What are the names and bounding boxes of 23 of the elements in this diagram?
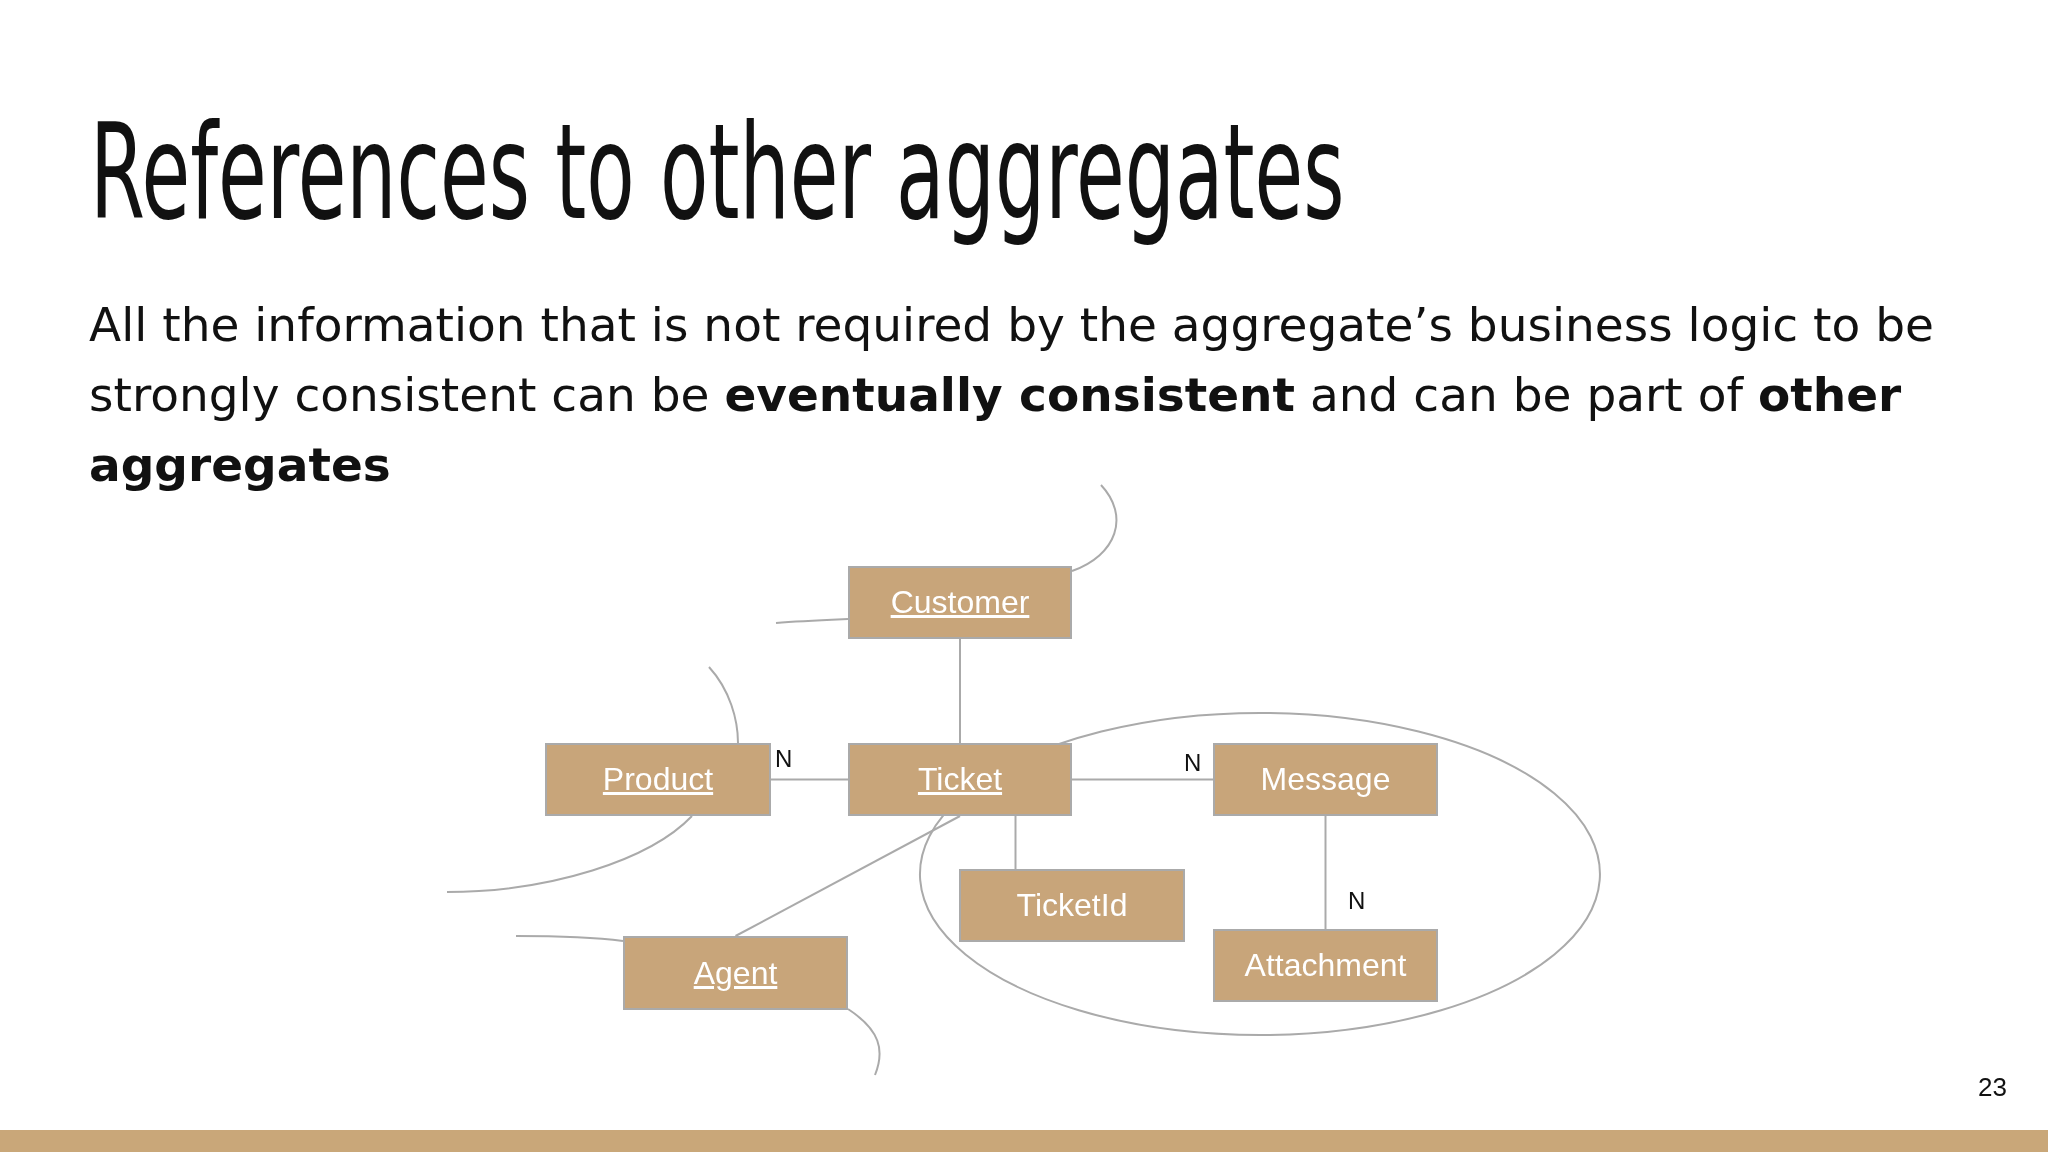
entity-name: Product xyxy=(602,761,714,798)
entity-name: TicketId xyxy=(1016,887,1128,924)
connector-line xyxy=(1324,815,1327,930)
entity-box xyxy=(959,869,1185,942)
connector-line xyxy=(1071,778,1214,781)
entity-name: Customer xyxy=(890,584,1030,621)
entity-box xyxy=(1213,929,1438,1002)
entity-name: Ticket xyxy=(917,761,1003,798)
connector-line xyxy=(959,638,961,744)
entity-name: Agent xyxy=(693,954,778,992)
body-paragraph: All the information that is not required by the aggregate’s business logic to be strongly consistent can be eventually consistent and can be part of other aggregates xyxy=(89,296,1935,494)
connector-line xyxy=(770,778,849,781)
entity-name: Message xyxy=(1260,761,1391,798)
entity-box xyxy=(623,936,848,1010)
slide-title: References to other aggregates xyxy=(90,100,1345,246)
connector-line xyxy=(734,815,961,937)
entity-box xyxy=(545,743,771,816)
connector-line xyxy=(1014,815,1017,870)
entity-box xyxy=(848,566,1072,639)
entity-box xyxy=(848,743,1072,816)
entity-box xyxy=(1213,743,1438,816)
page-number: 23 xyxy=(1978,1072,2007,1103)
entity-name: Attachment xyxy=(1244,947,1407,984)
